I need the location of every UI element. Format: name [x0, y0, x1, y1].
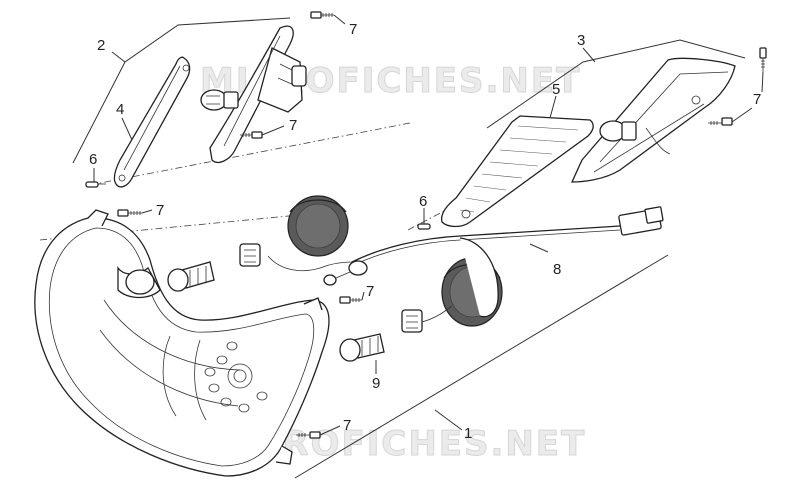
- leader-lines: [93, 14, 764, 436]
- callout-5: 5: [552, 81, 560, 98]
- bulb-front-left: [200, 89, 239, 111]
- screw-icon-center: [339, 296, 362, 304]
- callout-7-housing-top: 7: [156, 202, 164, 219]
- bulb-high-beam: [339, 333, 385, 362]
- turn-signal-housing-right: [570, 57, 736, 183]
- callout-7-mid-left: 7: [289, 117, 297, 134]
- bulb-rear-right: [599, 120, 637, 142]
- bulb-low-beam: [167, 261, 215, 292]
- group-bracket-2: [72, 17, 291, 164]
- callout-4: 4: [116, 101, 124, 118]
- callout-3: 3: [577, 32, 585, 49]
- lens-strip-left: [113, 56, 191, 188]
- turn-signal-housing-left: [209, 25, 307, 164]
- plug-icon-left: [85, 181, 106, 188]
- callout-8: 8: [553, 261, 561, 278]
- headlight-housing: [34, 209, 330, 477]
- callout-9: 9: [372, 375, 380, 392]
- callout-7-top-right: 7: [753, 91, 761, 108]
- callout-7-center: 7: [366, 283, 374, 300]
- lens-panel-right: [440, 115, 594, 228]
- axis-line-front: [89, 122, 411, 186]
- screw-icon-right-side: [708, 117, 733, 126]
- callout-7-bottom: 7: [343, 417, 351, 434]
- callout-1: 1: [464, 425, 472, 442]
- dust-cap-left: [287, 195, 349, 257]
- plug-icon-center: [417, 223, 431, 230]
- screw-icon-top-right: [759, 47, 767, 72]
- callout-7-top-left: 7: [349, 21, 357, 38]
- screw-icon-housing-top: [117, 209, 142, 217]
- group-bracket-1: [294, 254, 669, 479]
- group-bracket-3: [486, 39, 746, 129]
- wiring-harness: [239, 206, 664, 333]
- callout-2: 2: [97, 37, 105, 54]
- screw-icon-top-left: [310, 11, 334, 19]
- callout-6-left: 6: [89, 151, 97, 168]
- callout-6-center: 6: [419, 193, 427, 210]
